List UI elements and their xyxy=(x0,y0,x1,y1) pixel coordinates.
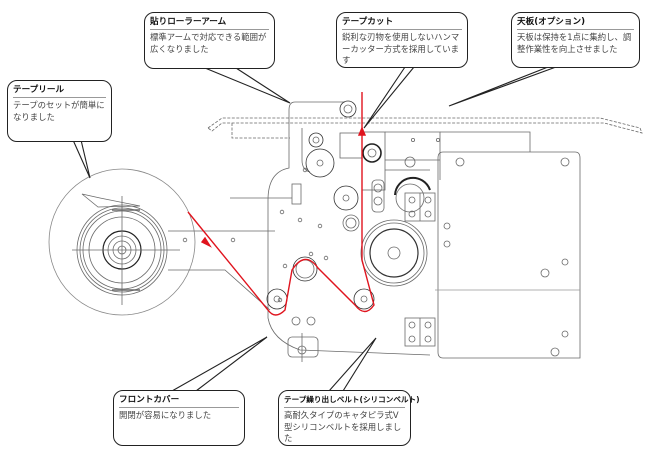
callout-tape-cut: テープカット 鋭利な刃物を使用しないハンマーカッター方式を採用しています xyxy=(336,12,468,68)
callout-tape-reel: テープリール テープのセットが簡単になりました xyxy=(7,80,112,142)
callout-tape-feed-belt: テープ繰り出しベルト(シリコンベルト) 高耐久タイプのキャタピラ式V型シリコンベ… xyxy=(278,390,420,446)
callout-title: フロントカバー xyxy=(119,394,239,408)
callout-body: 開閉が容易になりました xyxy=(119,410,212,420)
callout-title: 天板(オプション) xyxy=(517,16,634,30)
callout-title: テープカット xyxy=(342,16,462,30)
callout-body: 天板は保持を1点に集約し、調整作業性を向上させました xyxy=(517,32,632,54)
tape-path xyxy=(187,92,375,316)
front-cover xyxy=(230,101,431,356)
callout-top-plate: 天板(オプション) 天板は保持を1点に集約し、調整作業性を向上させました xyxy=(511,12,640,68)
callout-title: 貼りローラーアーム xyxy=(150,16,269,30)
right-housing xyxy=(435,131,581,359)
callout-title: テープリール xyxy=(13,84,106,98)
callout-body: テープのセットが簡単になりました xyxy=(13,100,105,122)
top-plate xyxy=(207,117,643,139)
callout-pointers xyxy=(72,66,557,392)
callout-body: 鋭利な刃物を使用しないハンマーカッター方式を採用しています xyxy=(342,32,460,65)
hinge-upper xyxy=(404,192,436,222)
tape-feed-belt xyxy=(360,219,428,287)
callout-applying-roller-arm: 貼りローラーアーム 標準アームで対応できる範囲が広くなりました xyxy=(144,12,275,69)
callout-title: テープ繰り出しベルト(シリコンベルト) xyxy=(284,394,420,408)
tape-reel xyxy=(48,168,196,316)
reel-arm xyxy=(168,230,275,311)
applying-roller-arm xyxy=(305,100,360,232)
hinge-lower xyxy=(404,317,436,347)
callout-front-cover: フロントカバー 開閉が容易になりました xyxy=(113,390,245,446)
callout-body: 高耐久タイプのキャタピラ式V型シリコンベルトを採用しました xyxy=(284,410,402,443)
callout-body: 標準アームで対応できる範囲が広くなりました xyxy=(150,32,267,54)
